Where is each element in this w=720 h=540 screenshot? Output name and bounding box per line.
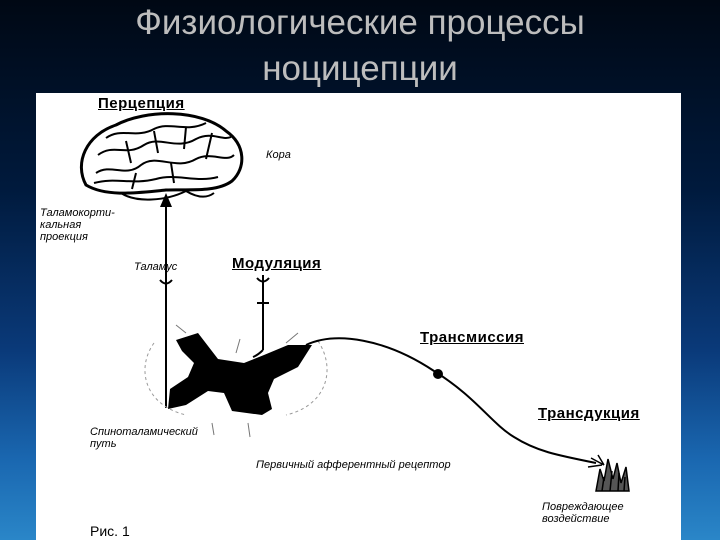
damage-line-2: воздействие [542, 513, 610, 525]
thalamus-label: Таламус [134, 261, 178, 273]
spinal-cord-section [144, 324, 328, 438]
perception-label: Перцепция [98, 95, 185, 112]
damaging-stimulus-label: Повреждающее воздействие [542, 501, 624, 525]
diagram-drawing [80, 112, 630, 492]
slide-title: Физиологические процессы ноцицепции [60, 0, 660, 92]
spinothalamic-line-2: путь [90, 438, 117, 450]
transmission-label: Трансмиссия [420, 329, 524, 346]
receptor-label: Первичный афферентный рецептор [256, 459, 451, 471]
cortex-label: Кора [266, 149, 291, 161]
damaging-stimulus-icon [595, 458, 630, 492]
thalamocortical-line-2: кальная [40, 219, 82, 231]
primary-afferent-fiber [305, 337, 605, 468]
spinothalamic-line-1: Спиноталамический [90, 426, 198, 438]
modulation-pathway [252, 275, 270, 358]
thalamocortical-projection [159, 193, 173, 408]
nociception-figure: Перцепция Кора Таламокорти- кальная прое… [36, 93, 681, 540]
title-line-2: ноцицепции [262, 49, 458, 88]
thalamocortical-line-3: проекция [40, 231, 88, 243]
title-line-1: Физиологические процессы [135, 3, 585, 42]
transduction-label: Трансдукция [538, 405, 640, 422]
damage-line-1: Повреждающее [542, 501, 624, 513]
modulation-label: Модуляция [232, 255, 322, 272]
brain-illustration [80, 112, 244, 201]
thalamocortical-line-1: Таламокорти- [40, 207, 115, 219]
figure-caption: Рис. 1 [90, 523, 130, 539]
thalamocortical-label: Таламокорти- кальная проекция [40, 207, 115, 243]
spinothalamic-label: Спиноталамический путь [90, 426, 198, 450]
